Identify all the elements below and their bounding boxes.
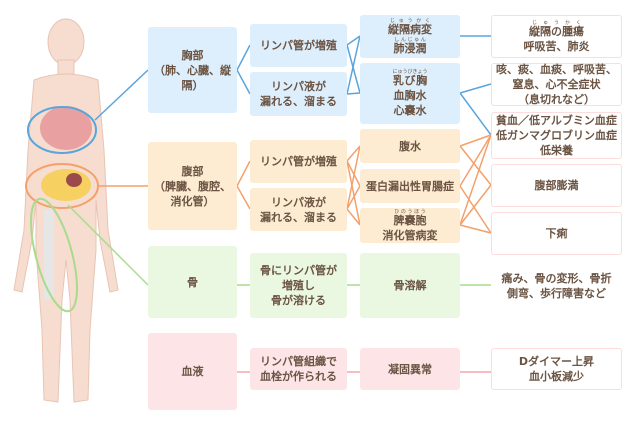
symptom-blood: Dダイマー上昇血小板減少: [491, 348, 622, 390]
text: 骨溶解: [393, 279, 427, 292]
text: 乳び胸にゅうびきょう: [392, 69, 428, 87]
mechanism-chest-proliferation: リンパ管が増殖: [250, 24, 347, 67]
mechanism-chest-leak: リンパ液が漏れる、溜まる: [250, 72, 347, 116]
text: 下痢: [545, 227, 568, 240]
text: リンパ管が増殖: [260, 155, 337, 168]
label: 骨: [187, 275, 198, 289]
text: 漏れる、溜まる: [260, 210, 337, 224]
mechanism-abdomen-leak: リンパ液が漏れる、溜まる: [250, 188, 347, 231]
text: 腹部膨満: [534, 179, 579, 192]
text: 側弯、歩行障害など: [507, 286, 606, 300]
organs-illustration: [40, 106, 92, 300]
text: 腹水: [399, 139, 421, 153]
sub-label: （肺、心臓、縦隔）: [154, 63, 231, 92]
label: 胸部: [181, 48, 204, 62]
category-abdomen: 腹部 （脾臓、腹腔、 消化管）: [148, 142, 237, 230]
text: リンパ液が: [271, 80, 326, 93]
mechanism-abdomen-proliferation: リンパ管が増殖: [250, 140, 347, 183]
text: 漏れる、溜まる: [260, 95, 337, 108]
condition-mediastinal: 縦隔病変じゅうかく 肺浸潤しんじゅん: [360, 15, 460, 58]
text: 増殖し: [282, 279, 315, 292]
text: 呼吸苦、肺炎: [523, 39, 590, 53]
category-bone: 骨: [148, 246, 237, 318]
condition-ascites: 腹水: [360, 129, 460, 163]
text: 縦隔病変じゅうかく: [388, 17, 432, 36]
symptom-distension: 腹部膨満: [491, 164, 622, 207]
text: 縦隔の腫瘍じゅうかく: [529, 19, 584, 38]
text: 痛み、骨の変形、骨折: [501, 271, 612, 285]
text: 咳、痰、血痰、呼吸苦、: [496, 63, 617, 76]
text: 窒息、心不全症状: [512, 78, 601, 91]
symptom-bone: 痛み、骨の変形、骨折側弯、歩行障害など: [491, 253, 622, 318]
condition-osteolysis: 骨溶解: [360, 253, 460, 318]
mechanism-bone: 骨にリンパ管が増殖し骨が溶ける: [250, 253, 347, 318]
text: 低ガンマグロブリン血症: [496, 129, 617, 142]
sub-label: （脾臓、腹腔、: [154, 179, 231, 193]
label: 腹部: [181, 164, 204, 178]
condition-coagulopathy: 凝固異常: [360, 348, 460, 390]
sub-label: 消化管）: [170, 194, 215, 208]
text: 血胸水: [393, 89, 427, 102]
symptom-diarrhea: 下痢: [491, 212, 622, 255]
condition-splenic-cyst: 脾嚢胞ひのうほう 消化管病変: [360, 208, 460, 243]
text: リンパ管組織で: [260, 355, 337, 368]
body-figure-illustration: [13, 18, 119, 403]
text: 消化管病変: [382, 228, 438, 242]
mechanism-blood: リンパ管組織で血栓が作られる: [250, 348, 347, 390]
text: 骨にリンパ管が: [260, 264, 337, 277]
text: 心嚢水: [393, 104, 427, 117]
leg-highlight: [30, 197, 78, 313]
symptom-mediastinal-tumor: 縦隔の腫瘍じゅうかく 呼吸苦、肺炎: [491, 15, 622, 58]
text: 蛋白漏出性胃腸症: [366, 179, 454, 193]
label: 血液: [181, 365, 204, 378]
text: 血小板減少: [529, 370, 584, 383]
chest-highlight: [27, 106, 97, 154]
text: 血栓が作られる: [260, 370, 337, 383]
text: 凝固異常: [388, 362, 432, 376]
condition-protein-losing: 蛋白漏出性胃腸症: [360, 169, 460, 203]
text: リンパ管が増殖: [260, 39, 337, 52]
text: 低栄養: [540, 144, 573, 157]
text: 脾嚢胞ひのうほう: [393, 208, 427, 227]
text: 肺浸潤しんじゅん: [393, 36, 427, 55]
symptom-respiratory: 咳、痰、血痰、呼吸苦、窒息、心不全症状 （息切れなど）: [491, 63, 622, 106]
condition-chylothorax: 乳び胸にゅうびきょう 血胸水 心嚢水: [360, 63, 460, 124]
text: （息切れなど）: [518, 93, 595, 106]
category-chest: 胸部 （肺、心臓、縦隔）: [148, 27, 237, 113]
text: 貧血／低アルブミン血症: [496, 114, 617, 127]
text: リンパ液が: [271, 195, 326, 209]
symptom-anemia: 貧血／低アルブミン血症低ガンマグロブリン血症低栄養: [491, 112, 622, 159]
category-blood: 血液: [148, 333, 237, 410]
text: Dダイマー上昇: [518, 355, 595, 368]
text: 骨が溶ける: [271, 294, 326, 307]
